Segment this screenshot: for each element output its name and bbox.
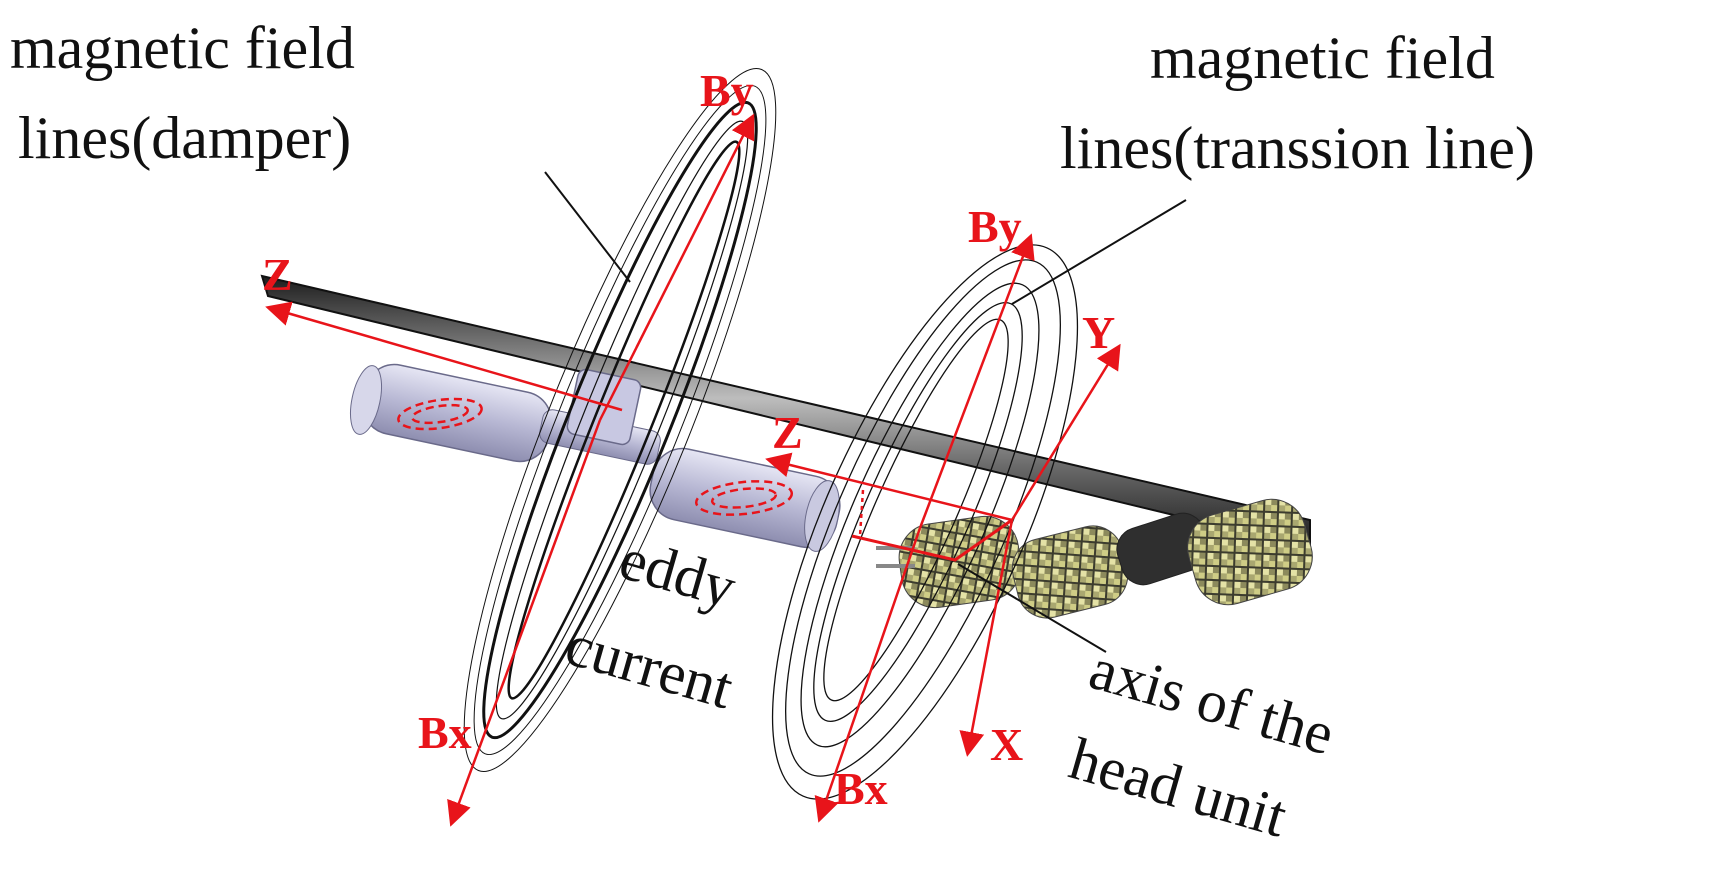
damper-field-loops (463, 68, 777, 772)
by-axis-right (918, 233, 1035, 529)
label-damper-field-1: magnetic field (10, 15, 355, 81)
coordinate-axes (265, 113, 1121, 827)
x-axis-right (959, 519, 1014, 757)
axis-label-bx-left: Bx (418, 707, 472, 758)
axis-label-x-right: X (990, 719, 1024, 770)
axis-label-by-right: By (968, 201, 1022, 252)
y-axis-right (1010, 343, 1121, 521)
z-axis-left (265, 301, 623, 412)
label-line-field-1: magnetic field (1150, 25, 1495, 91)
damper-body (349, 363, 841, 552)
label-line-field-2: lines(transsion line) (1060, 115, 1535, 181)
axis-label-by-left: By (700, 65, 754, 116)
by-axis-left (598, 113, 755, 421)
inspection-robot (876, 498, 1313, 619)
label-damper-field-2: lines(damper) (18, 105, 352, 171)
head-unit-frame (851, 518, 1013, 562)
axis-label-z-mid: Z (772, 407, 803, 458)
axis-label-y-right: Y (1082, 307, 1116, 358)
axis-label-bx-right: Bx (834, 763, 888, 814)
bx-axis-right (814, 527, 922, 823)
bx-axis-left (447, 419, 602, 827)
z-axis-mid (765, 452, 1013, 522)
axis-label-z-left: Z (262, 249, 293, 300)
leader-lines (544, 171, 1187, 653)
